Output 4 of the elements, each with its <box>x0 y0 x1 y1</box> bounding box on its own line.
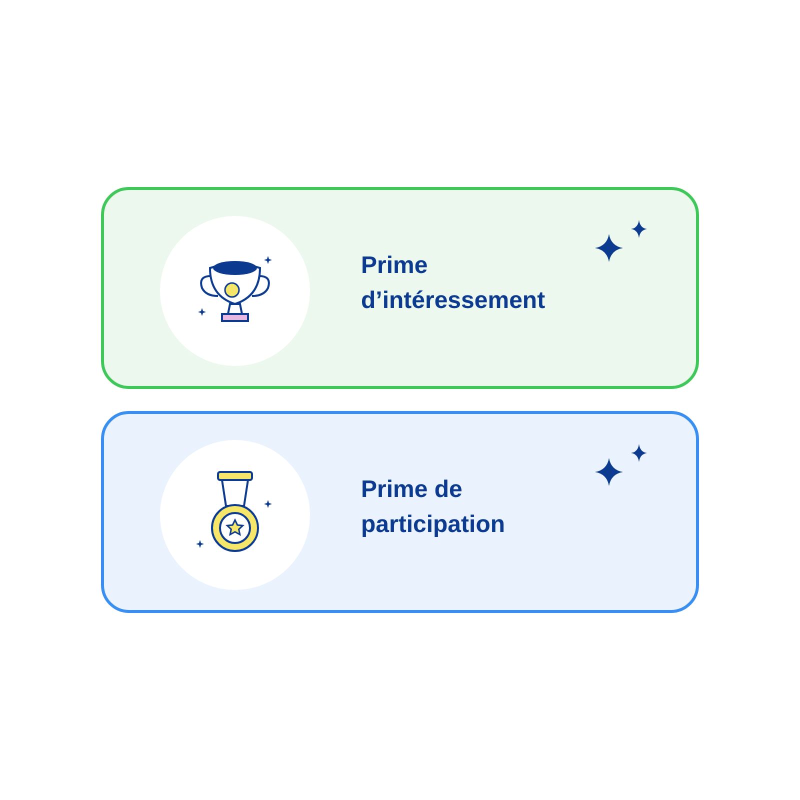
card <box>101 187 699 389</box>
card-title: Prime de participation <box>361 475 506 540</box>
card <box>101 411 699 613</box>
card-title: Prime d’intéressement <box>361 251 546 316</box>
